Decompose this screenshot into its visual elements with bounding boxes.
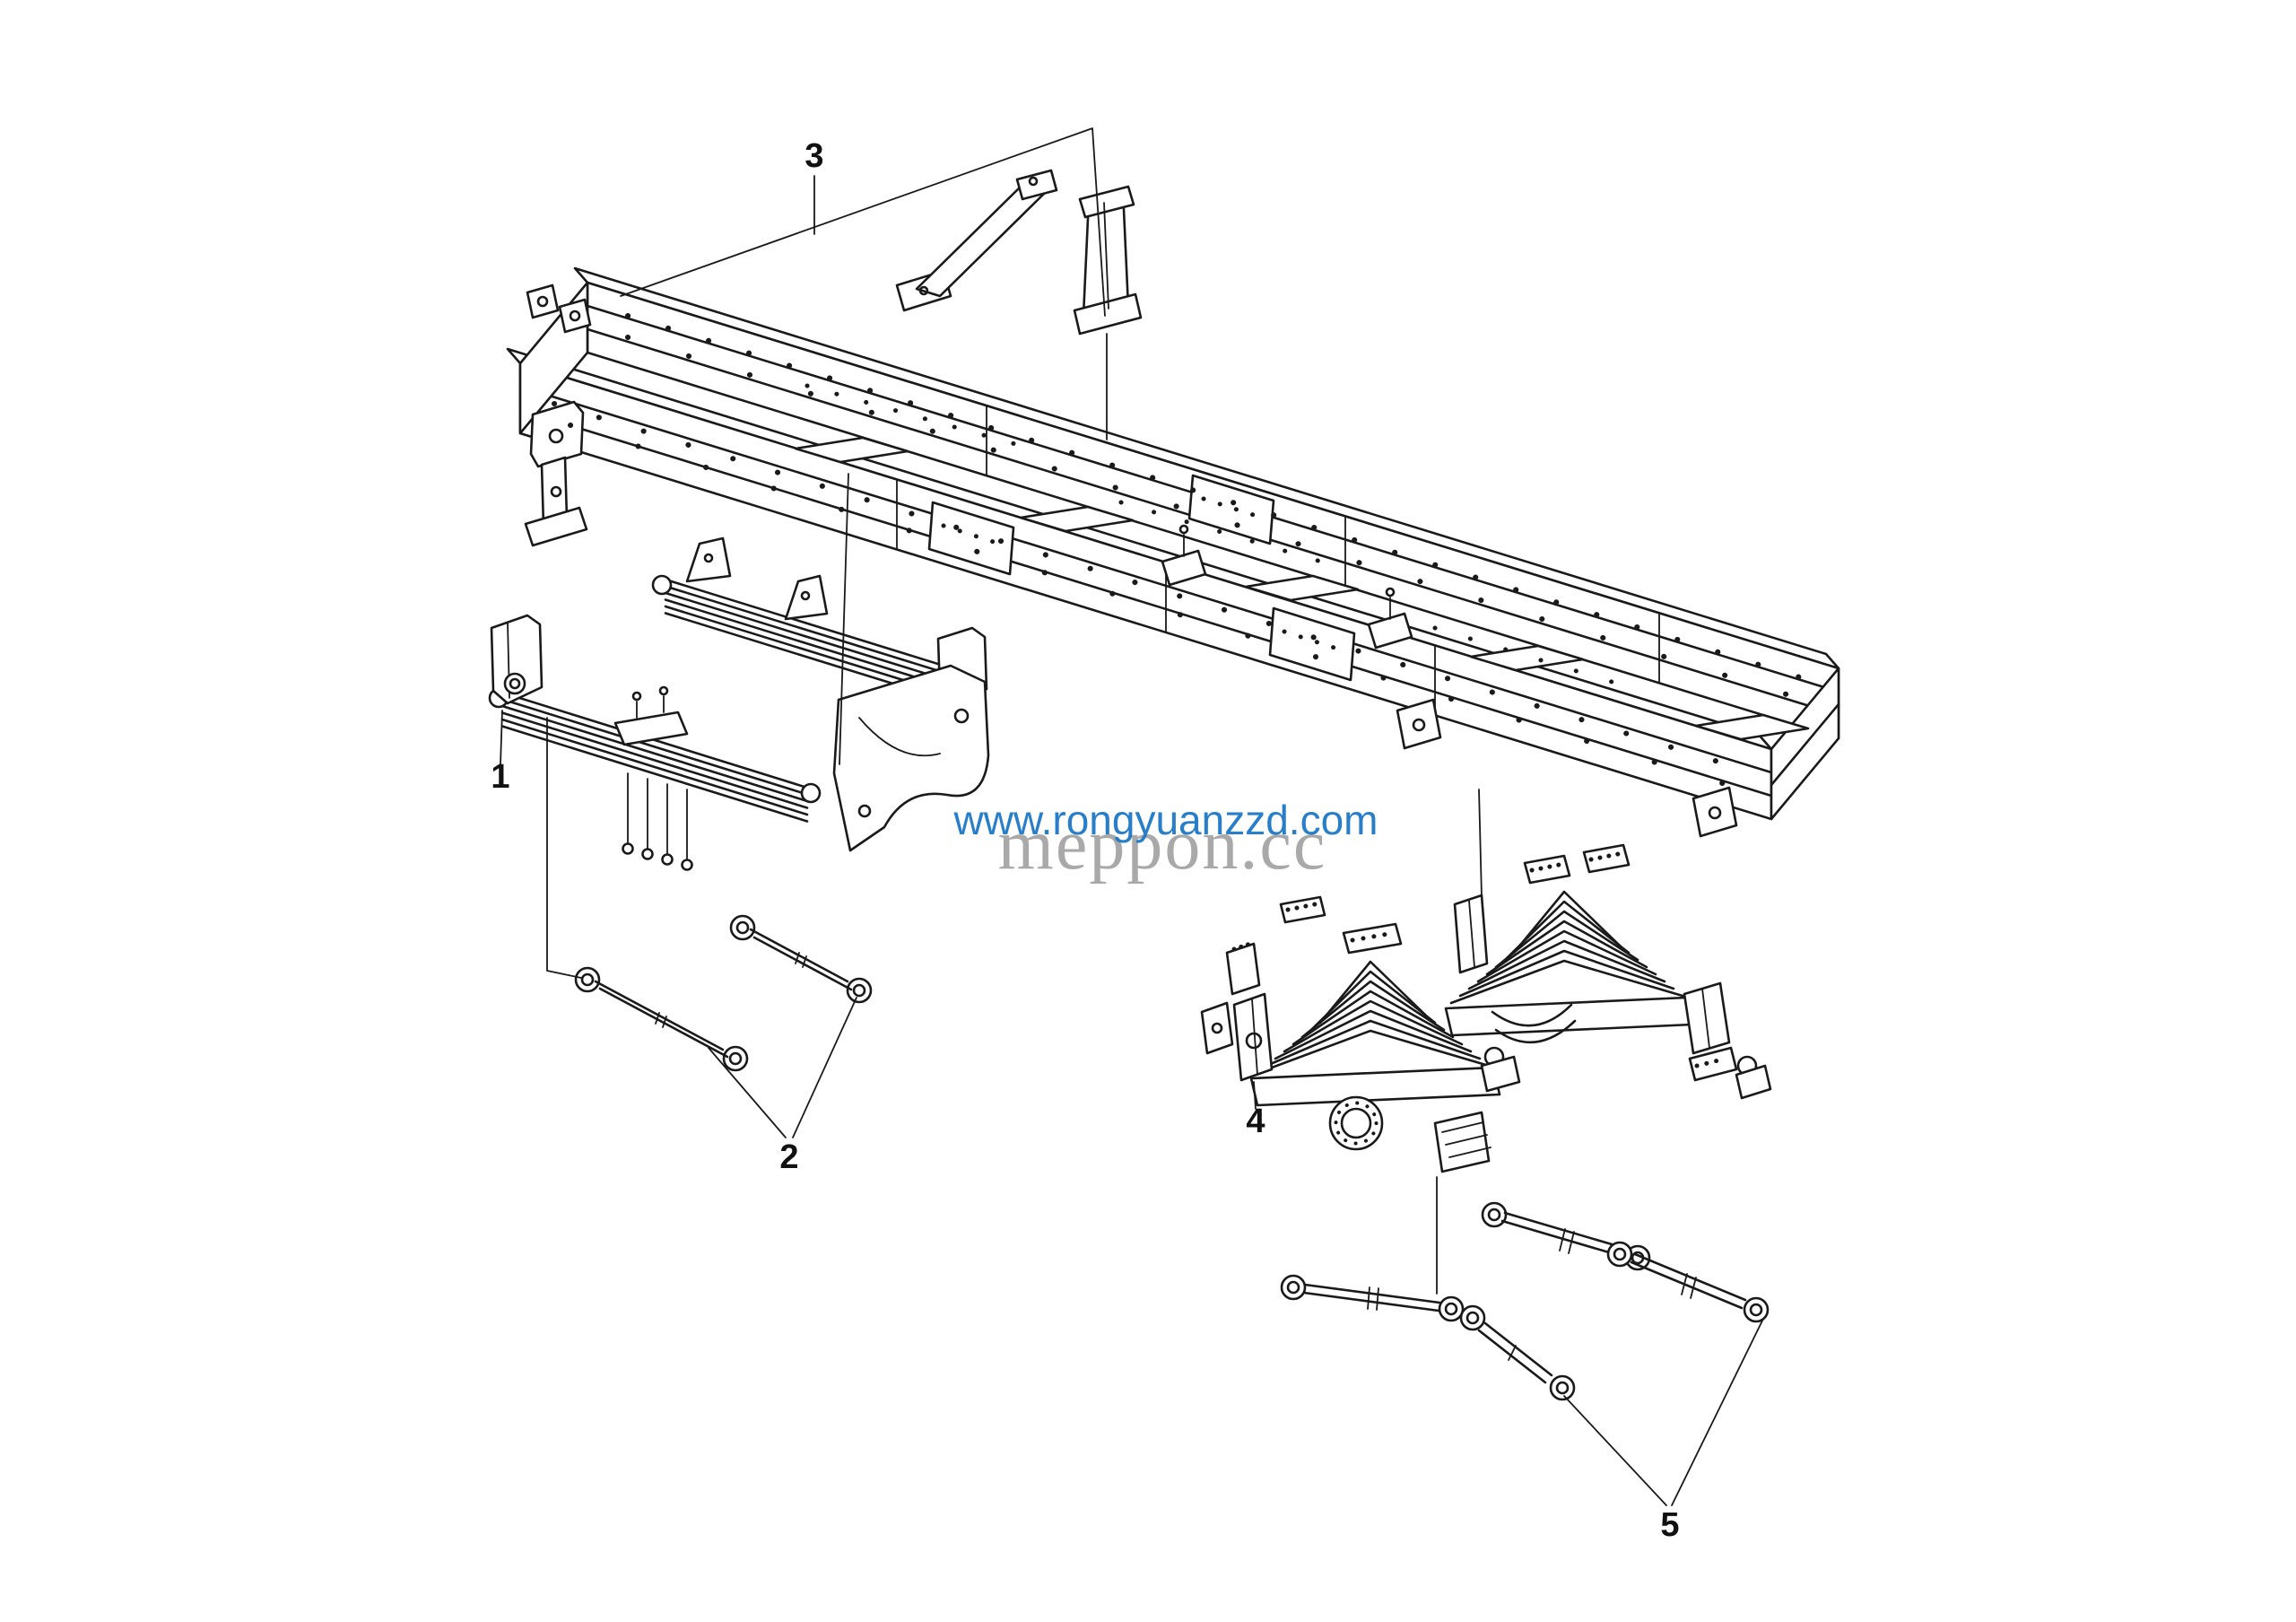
callout-5-leader-a (1563, 1395, 1667, 1506)
callout-1-leader (500, 710, 503, 765)
callout-labels: 1 2 3 4 5 (491, 137, 1679, 1544)
callout-2-leader-a (708, 1047, 787, 1138)
callout-3-bracket-line (620, 127, 1106, 317)
front-suspension-assembly-drawing (488, 536, 990, 871)
relation-frame-to-front-suspension (839, 473, 849, 765)
callout-2-leader-b (792, 997, 857, 1138)
rear-suspension-assembly-drawing (1200, 843, 1772, 1173)
line-art (488, 127, 1840, 1506)
callout-5-leader-b (1671, 1318, 1764, 1506)
relation-front-suspension-to-rods (546, 717, 582, 979)
watermark-secondary: meppon.cc (998, 806, 1327, 885)
callout-5-label: 5 (1660, 1506, 1679, 1544)
leader-lines (500, 127, 1764, 1506)
callout-2-label: 2 (779, 1138, 798, 1176)
callout-4-leader (1253, 1081, 1257, 1110)
callout-3-label: 3 (804, 137, 823, 175)
front-torque-rods-drawing (574, 914, 873, 1072)
callout-4-label: 4 (1246, 1103, 1265, 1140)
rear-torque-rods-drawing (1280, 1201, 1770, 1401)
relation-frame-to-rear-suspension (1478, 789, 1483, 898)
callout-1-label: 1 (491, 758, 509, 796)
watermark-primary: www.rongyuanzzd.com (953, 797, 1378, 843)
watermarks: meppon.cc www.rongyuanzzd.com (953, 797, 1378, 885)
chassis-frame-drawing (506, 169, 1840, 838)
